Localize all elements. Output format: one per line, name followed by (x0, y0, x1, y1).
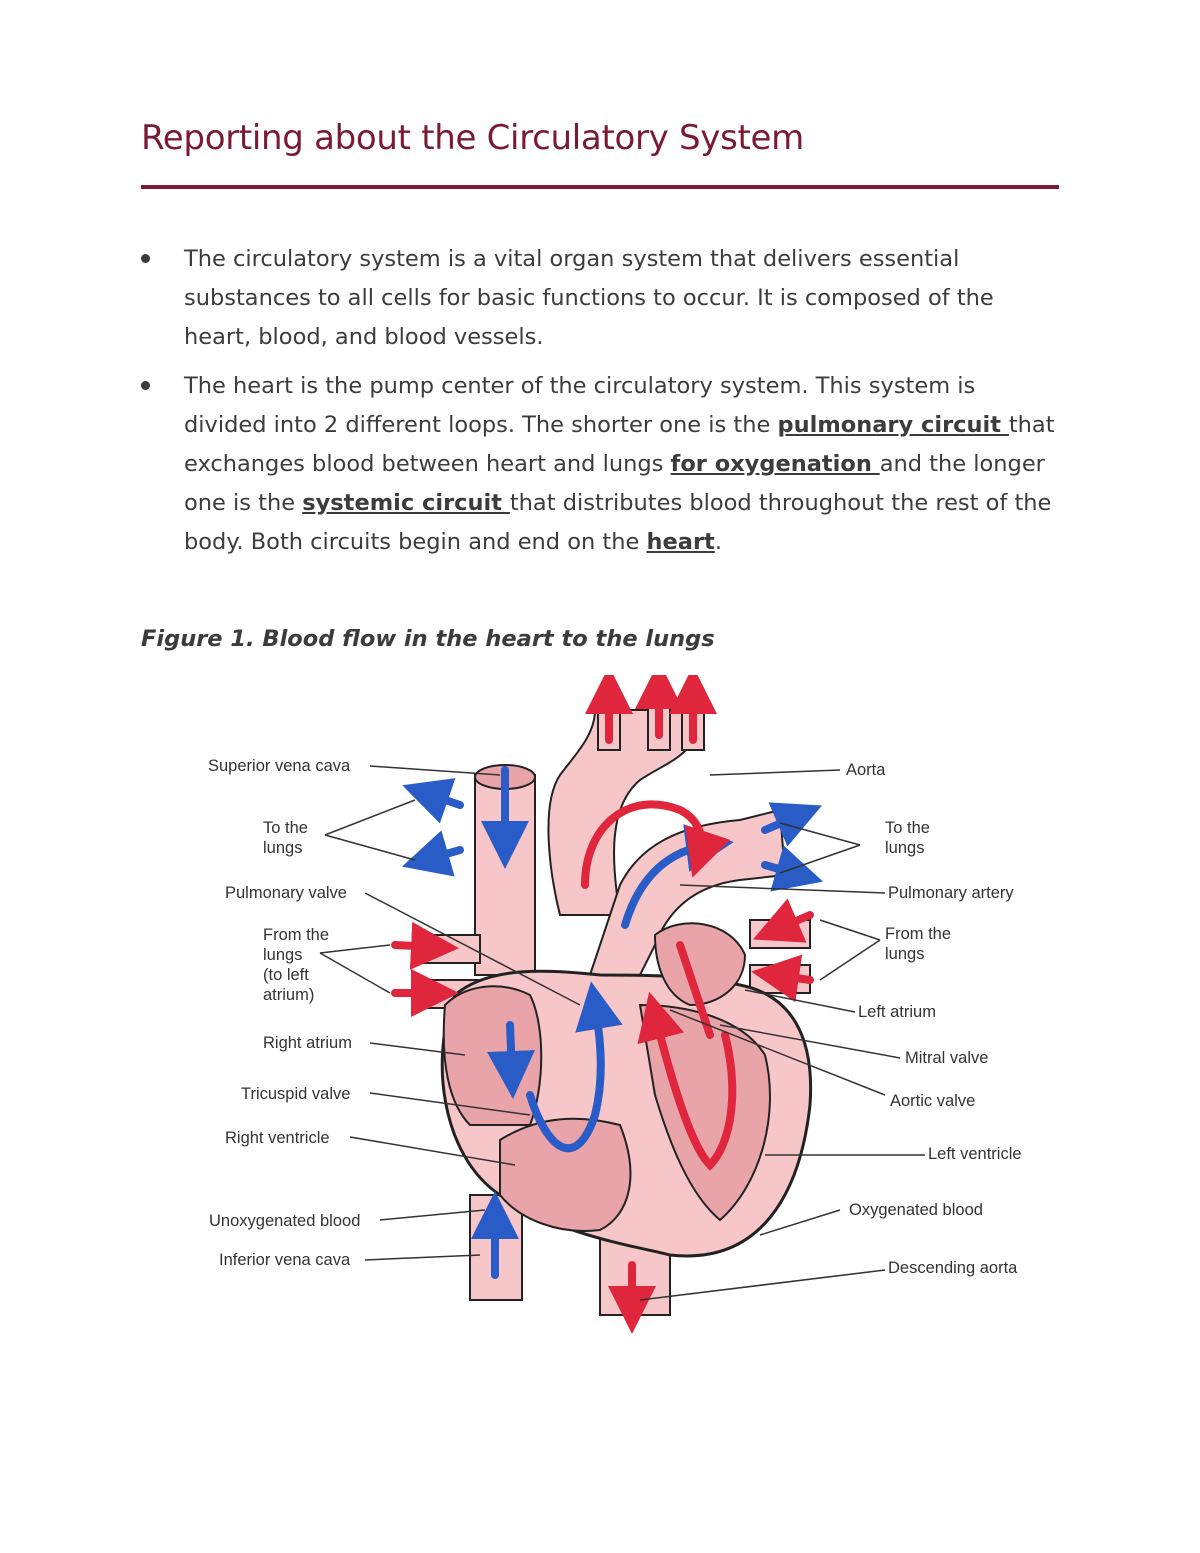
term-heart: heart (646, 529, 714, 555)
label-left-atrium: Left atrium (858, 1002, 936, 1022)
label-oxygenated-blood: Oxygenated blood (849, 1200, 983, 1220)
page-title: Reporting about the Circulatory System (141, 118, 804, 158)
label-from-lungs-left: From the lungs (to left atrium) (263, 925, 329, 1005)
label-right-ventricle: Right ventricle (225, 1128, 330, 1148)
label-aortic-valve: Aortic valve (890, 1091, 975, 1111)
heart-diagram: Superior vena cava To the lungs Pulmonar… (200, 675, 1050, 1335)
label-superior-vena-cava: Superior vena cava (208, 756, 350, 776)
label-to-lungs-right: To the lungs (885, 818, 930, 858)
bullet-item-2: The heart is the pump center of the circ… (141, 367, 1061, 562)
label-pulmonary-artery: Pulmonary artery (888, 883, 1014, 903)
label-mitral-valve: Mitral valve (905, 1048, 988, 1068)
title-divider (141, 185, 1059, 189)
label-aorta: Aorta (846, 760, 885, 780)
label-inferior-vena-cava: Inferior vena cava (219, 1250, 350, 1270)
term-systemic-circuit: systemic circuit (302, 490, 510, 516)
label-to-lungs-left: To the lungs (263, 818, 308, 858)
label-from-lungs-right: From the lungs (885, 924, 951, 964)
label-unoxygenated-blood: Unoxygenated blood (209, 1211, 360, 1231)
bullet-icon (141, 254, 150, 263)
term-pulmonary-circuit: pulmonary circuit (777, 412, 1008, 438)
bullet-item-1: The circulatory system is a vital organ … (141, 240, 1061, 357)
right-atrium-chamber (444, 986, 542, 1125)
label-tricuspid-valve: Tricuspid valve (241, 1084, 350, 1104)
label-pulmonary-valve: Pulmonary valve (225, 883, 347, 903)
term-for-oxygenation: for oxygenation (671, 451, 880, 477)
bullet-icon (141, 381, 150, 390)
label-left-ventricle: Left ventricle (928, 1144, 1022, 1164)
bullet-text-2i: . (715, 529, 722, 555)
figure-caption: Figure 1. Blood flow in the heart to the… (141, 626, 715, 652)
label-descending-aorta: Descending aorta (888, 1258, 1017, 1278)
bullet-list: The circulatory system is a vital organ … (141, 240, 1061, 572)
bullet-text-1: The circulatory system is a vital organ … (184, 246, 994, 350)
label-right-atrium: Right atrium (263, 1033, 352, 1053)
